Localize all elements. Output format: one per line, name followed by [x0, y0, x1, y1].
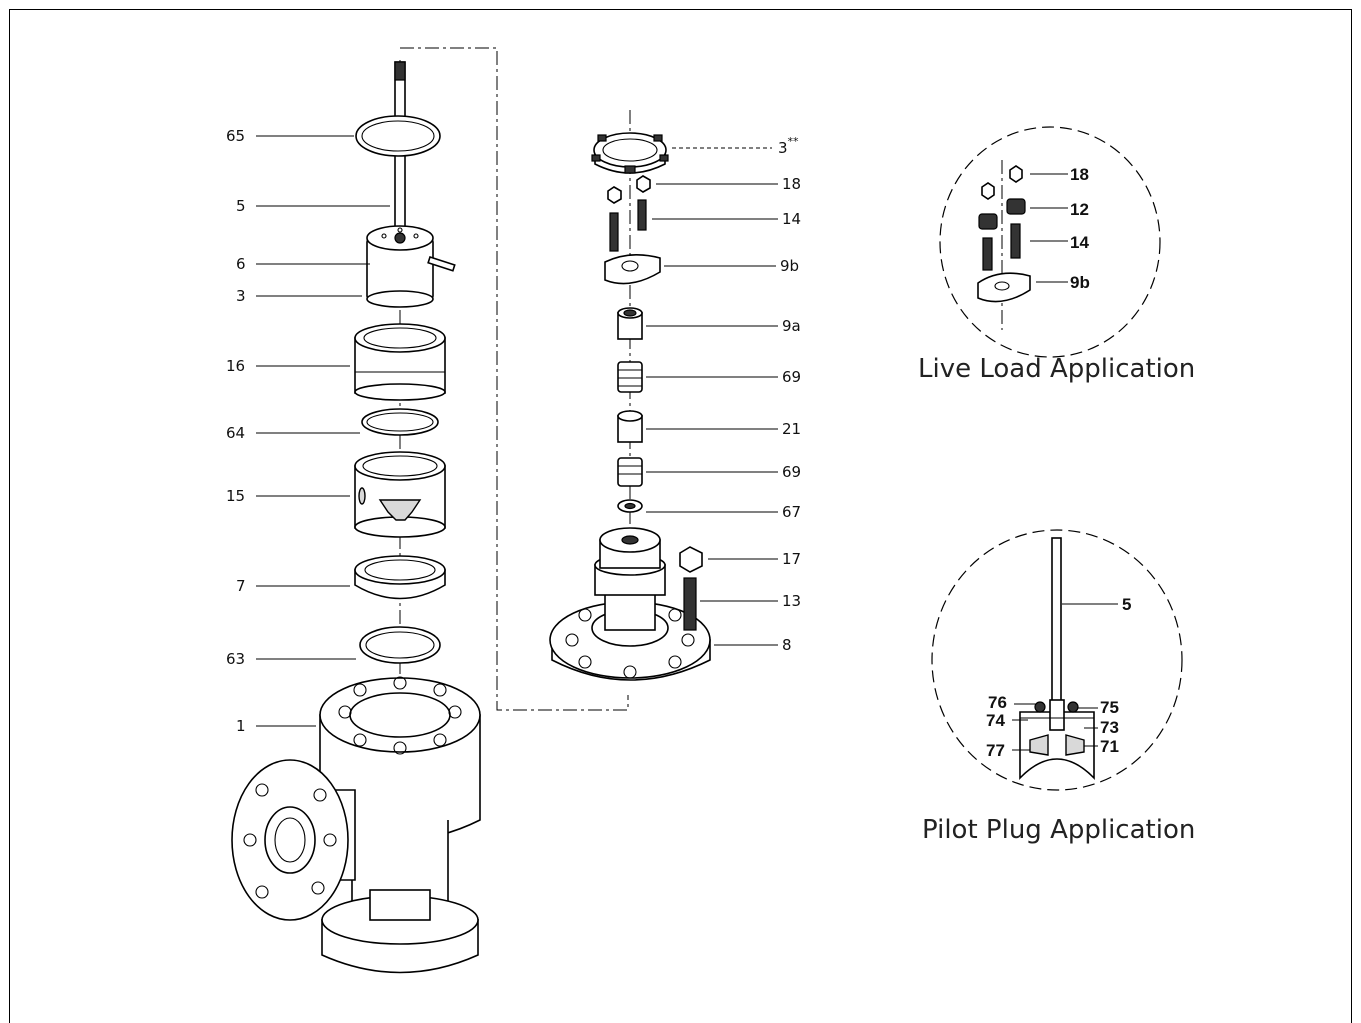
live-load-callout-12: 12	[1070, 200, 1089, 219]
callout-7: 7	[236, 577, 246, 595]
callout-9a: 9a	[782, 317, 801, 335]
gasket-part-64	[361, 408, 439, 436]
callout-63: 63	[226, 650, 245, 668]
follower-part-9a	[617, 307, 643, 340]
bonnet-part-8	[549, 527, 711, 681]
callout-6: 6	[236, 255, 246, 273]
packing-nut-part-3	[591, 132, 669, 174]
callout-1: 1	[236, 717, 246, 735]
cage-part-15	[354, 451, 446, 538]
left-leader-lines	[256, 135, 390, 727]
gasket-part-63	[359, 626, 441, 664]
nut-part-17	[679, 546, 703, 573]
nut-part-18b	[607, 186, 622, 204]
gland-flange-part-9b	[604, 254, 661, 285]
center-callouts: 3** 18 14 9b 9a 69 21 69 67 17 13 8	[778, 135, 801, 654]
pilot-callout-77: 77	[986, 741, 1005, 760]
packing-part-69	[617, 361, 643, 393]
stud-part-14b	[609, 212, 619, 252]
pilot-callout-76: 76	[988, 693, 1007, 712]
pilot-callout-5: 5	[1122, 595, 1131, 614]
packing-part-69b	[617, 457, 643, 487]
live-load-caption: Live Load Application	[918, 354, 1195, 384]
retainer-part-16	[354, 323, 446, 401]
callout-8: 8	[782, 636, 792, 654]
assembly-link-line	[400, 47, 629, 711]
callout-17: 17	[782, 550, 801, 568]
callout-21: 21	[782, 420, 801, 438]
stud-part-13	[683, 577, 697, 631]
seat-ring-part-7	[354, 555, 446, 600]
washer-part-67	[617, 499, 643, 513]
pin-part-6	[427, 255, 456, 272]
pilot-callout-73: 73	[1100, 718, 1119, 737]
left-callouts: 65 5 6 3 16 64 15 7 63 1	[226, 127, 246, 735]
plug-part-3	[366, 225, 434, 308]
callout-16: 16	[226, 357, 245, 375]
drawing-frame	[9, 9, 1352, 1023]
callout-3: 3	[236, 287, 246, 305]
pilot-plug-detail: 5 76 75 74 73 77 71	[931, 529, 1183, 791]
callout-64: 64	[226, 424, 245, 442]
callout-9b: 9b	[780, 257, 799, 275]
pilot-callout-75: 75	[1100, 698, 1119, 717]
callout-18: 18	[782, 175, 801, 193]
live-load-detail: 18 12 14 9b	[939, 126, 1161, 358]
pilot-callout-74: 74	[986, 711, 1005, 730]
live-load-callout-14: 14	[1070, 233, 1089, 252]
callout-13: 13	[782, 592, 801, 610]
callout-67: 67	[782, 503, 801, 521]
callout-69: 69	[782, 368, 801, 386]
callout-5: 5	[236, 197, 246, 215]
live-load-callout-18: 18	[1070, 165, 1089, 184]
callout-15: 15	[226, 487, 245, 505]
pilot-callout-71: 71	[1100, 737, 1119, 756]
ring-part-65	[355, 115, 441, 157]
callout-3-packing-nut: 3**	[778, 135, 799, 157]
stud-part-14	[637, 199, 647, 231]
lantern-ring-part-21	[617, 410, 643, 443]
valve-body-part-1	[231, 676, 481, 974]
center-leader-lines	[646, 147, 778, 646]
callout-65: 65	[226, 127, 245, 145]
nut-part-18	[636, 175, 651, 193]
callout-14: 14	[782, 210, 801, 228]
live-load-callout-9b: 9b	[1070, 273, 1090, 292]
pilot-plug-caption: Pilot Plug Application	[922, 815, 1195, 845]
callout-69b: 69	[782, 463, 801, 481]
